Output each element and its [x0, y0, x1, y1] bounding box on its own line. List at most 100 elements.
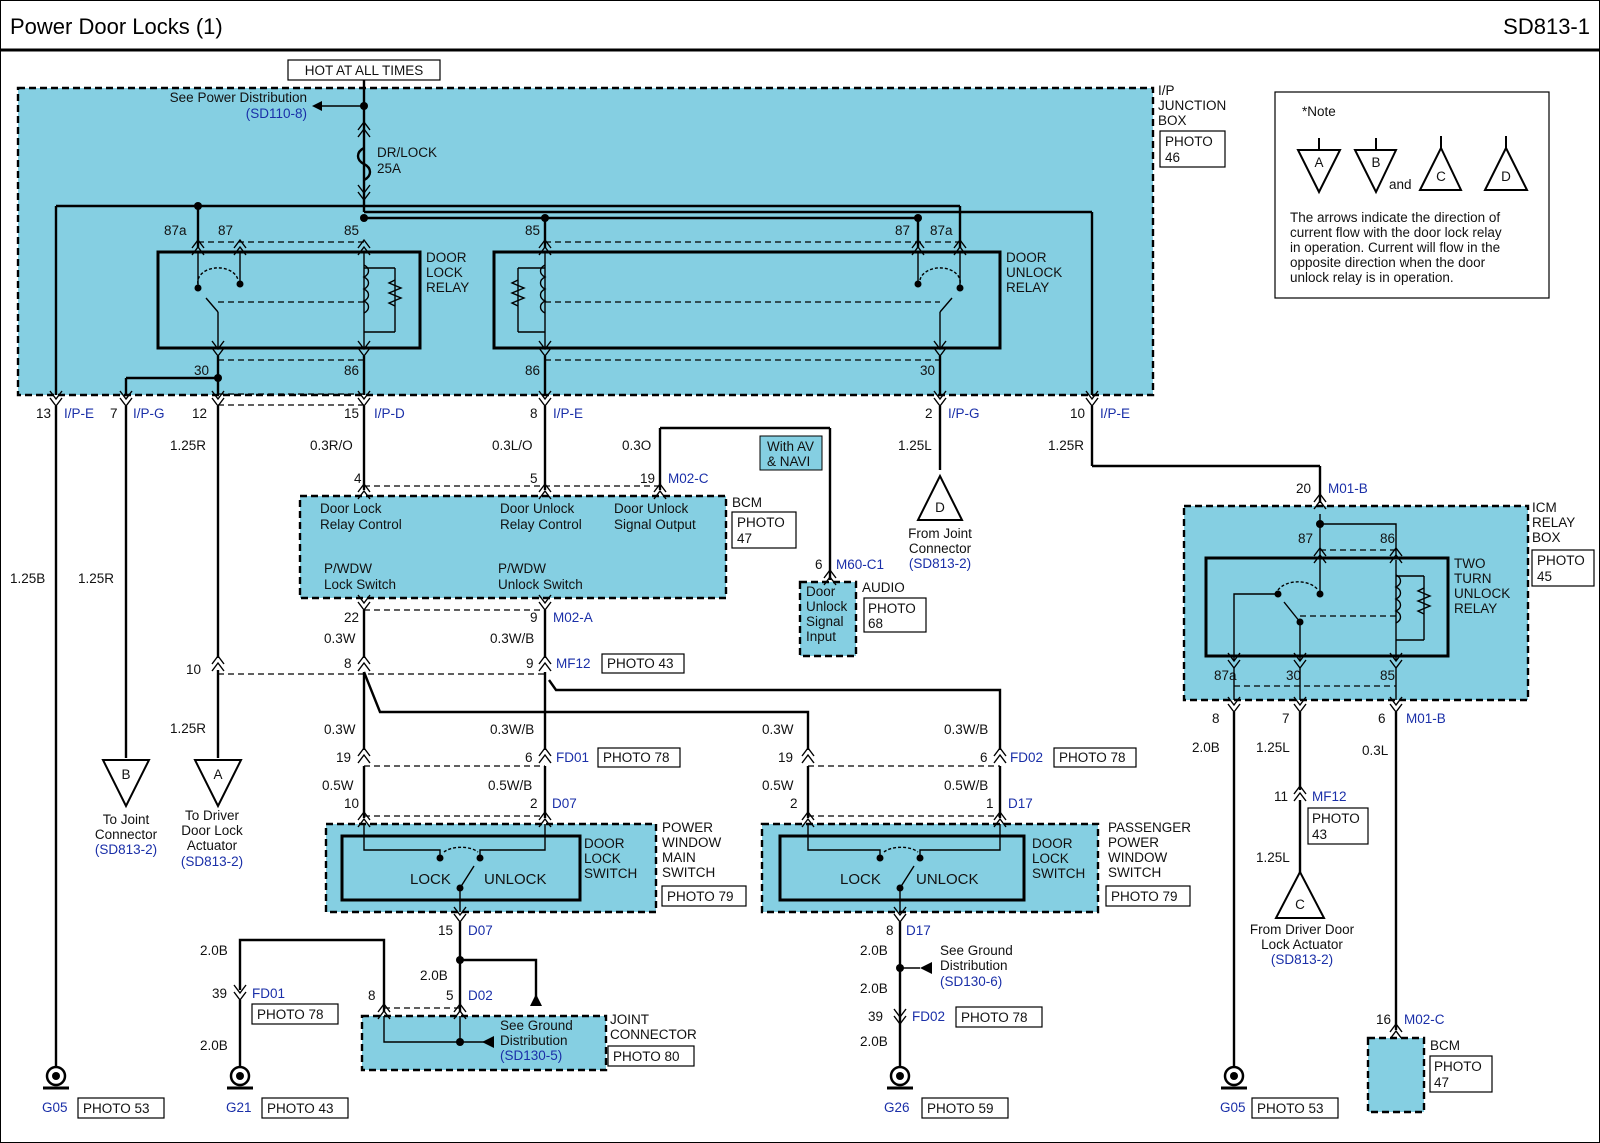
switch-label: DOOR: [1032, 836, 1073, 851]
pin-label: 19: [336, 750, 351, 765]
wire-color: 0.3O: [622, 438, 651, 453]
to-driver-label: Actuator: [187, 838, 238, 853]
lock-position: LOCK: [840, 871, 881, 888]
ground-g05-icon: [1219, 1065, 1249, 1090]
switch-label: SWITCH: [1032, 866, 1085, 881]
wire-color: 0.3L/O: [492, 438, 533, 453]
bcm-photo: PHOTO: [737, 515, 785, 530]
g05-photo: PHOTO 53: [83, 1101, 150, 1116]
bcm-photo: PHOTO: [1434, 1059, 1482, 1074]
pin-label: 8: [1212, 711, 1220, 726]
wire-color: 2.0B: [420, 968, 448, 983]
joint-d-label: Connector: [909, 541, 972, 556]
bcm-box-small: [1366, 1036, 1426, 1114]
audio-photo: PHOTO: [868, 601, 916, 616]
main-window-switch-box: [324, 822, 658, 914]
wire-color: 1.25L: [1256, 740, 1290, 755]
wire-color: 0.3W/B: [490, 722, 534, 737]
switch-label: LOCK: [584, 851, 621, 866]
note-text: unlock relay is in operation.: [1290, 270, 1454, 285]
pin-label: 6: [525, 750, 533, 765]
note-text: The arrows indicate the direction of: [1290, 210, 1500, 225]
pin-label: 8: [344, 656, 352, 671]
pin-label: 19: [640, 471, 655, 486]
pin-label: 39: [868, 1009, 883, 1024]
icm-relay-label: RELAY: [1454, 601, 1497, 616]
power-distribution-ref: (SD110-8): [246, 106, 307, 121]
note-text: in operation. Current will flow in the: [1290, 240, 1500, 255]
icm-photo: PHOTO: [1537, 553, 1585, 568]
pin-label: 2: [530, 796, 538, 811]
pin-label: 8: [368, 988, 376, 1003]
ip-box-photo: PHOTO: [1165, 134, 1213, 149]
icm-box-label: BOX: [1532, 530, 1561, 545]
audio-terminal: Input: [806, 629, 836, 644]
fd02-photo: PHOTO 78: [1059, 750, 1126, 765]
ground-g21-icon: [225, 1065, 255, 1090]
bcm-label: BCM: [732, 495, 762, 510]
to-driver-label: To Driver: [185, 808, 240, 823]
note-text: opposite direction when the door: [1290, 255, 1486, 270]
passenger-switch-label: WINDOW: [1108, 850, 1167, 865]
bcm-terminal: Door Lock: [320, 501, 382, 516]
triangle-b: B: [121, 767, 130, 782]
audio-photo: 68: [868, 616, 883, 631]
wire-color: 1.25B: [10, 571, 45, 586]
pin-label: 13: [36, 406, 51, 421]
wire-color: 2.0B: [200, 943, 228, 958]
wire-color: 2.0B: [860, 943, 888, 958]
to-joint-label: To Joint: [103, 812, 150, 827]
wire-color: 0.3L: [1362, 743, 1389, 758]
wire-color: 2.0B: [1192, 740, 1220, 755]
pin-label: 19: [778, 750, 793, 765]
ip-box-photo: 46: [1165, 150, 1180, 165]
unlock-relay-pin: 86: [525, 363, 540, 378]
main-switch-label: POWER: [662, 820, 713, 835]
connector-label: I/P-E: [553, 406, 583, 421]
pin-label: 39: [212, 986, 227, 1001]
mf12-photo: 43: [1312, 827, 1327, 842]
audio-terminal: Unlock: [806, 599, 848, 614]
icm-pin: 85: [1380, 668, 1395, 683]
lock-relay-pin: 30: [194, 363, 209, 378]
pin-label: 8: [886, 923, 894, 938]
pin-label: 5: [530, 471, 538, 486]
unlock-relay-pin: 87a: [930, 223, 953, 238]
note-triangle-c: C: [1436, 169, 1446, 184]
unlock-relay-label: RELAY: [1006, 280, 1049, 295]
connector-label: D02: [468, 988, 493, 1003]
bcm-photo: 47: [1434, 1075, 1449, 1090]
from-driver-label: From Driver Door: [1250, 922, 1355, 937]
av-navi-label: & NAVI: [767, 454, 810, 469]
diagram-code: SD813-1: [1503, 14, 1590, 39]
triangle-a: A: [213, 767, 222, 782]
unlock-relay-pin: 85: [525, 223, 540, 238]
pin-label: 16: [1376, 1012, 1391, 1027]
connector-label: M02-C: [1404, 1012, 1445, 1027]
av-navi-label: With AV: [767, 439, 814, 454]
ground-label: G21: [226, 1100, 252, 1115]
lock-relay-pin: 86: [344, 363, 359, 378]
connector-label: M01-B: [1406, 711, 1446, 726]
to-joint-ref: (SD813-2): [95, 842, 157, 857]
to-joint-label: Connector: [95, 827, 158, 842]
lock-position: LOCK: [410, 871, 451, 888]
bcm-terminal: P/WDW: [324, 561, 372, 576]
ground-label: G26: [884, 1100, 910, 1115]
icm-relay-label: TURN: [1454, 571, 1492, 586]
wire-color: 1.25R: [170, 721, 206, 736]
switch-label: LOCK: [1032, 851, 1069, 866]
pin-label: 20: [1296, 481, 1311, 496]
from-driver-ref: (SD813-2): [1271, 952, 1333, 967]
to-driver-ref: (SD813-2): [181, 854, 243, 869]
mf12-photo: PHOTO 43: [607, 656, 674, 671]
main-switch-photo: PHOTO 79: [667, 889, 734, 904]
wire-color: 0.3W: [324, 722, 356, 737]
audio-label: AUDIO: [862, 580, 905, 595]
fd01-photo: PHOTO 78: [257, 1007, 324, 1022]
note-title: *Note: [1302, 104, 1336, 119]
fd01-photo: PHOTO 78: [603, 750, 670, 765]
passenger-window-switch-box: [760, 822, 1100, 914]
icm-box-label: ICM: [1532, 500, 1557, 515]
